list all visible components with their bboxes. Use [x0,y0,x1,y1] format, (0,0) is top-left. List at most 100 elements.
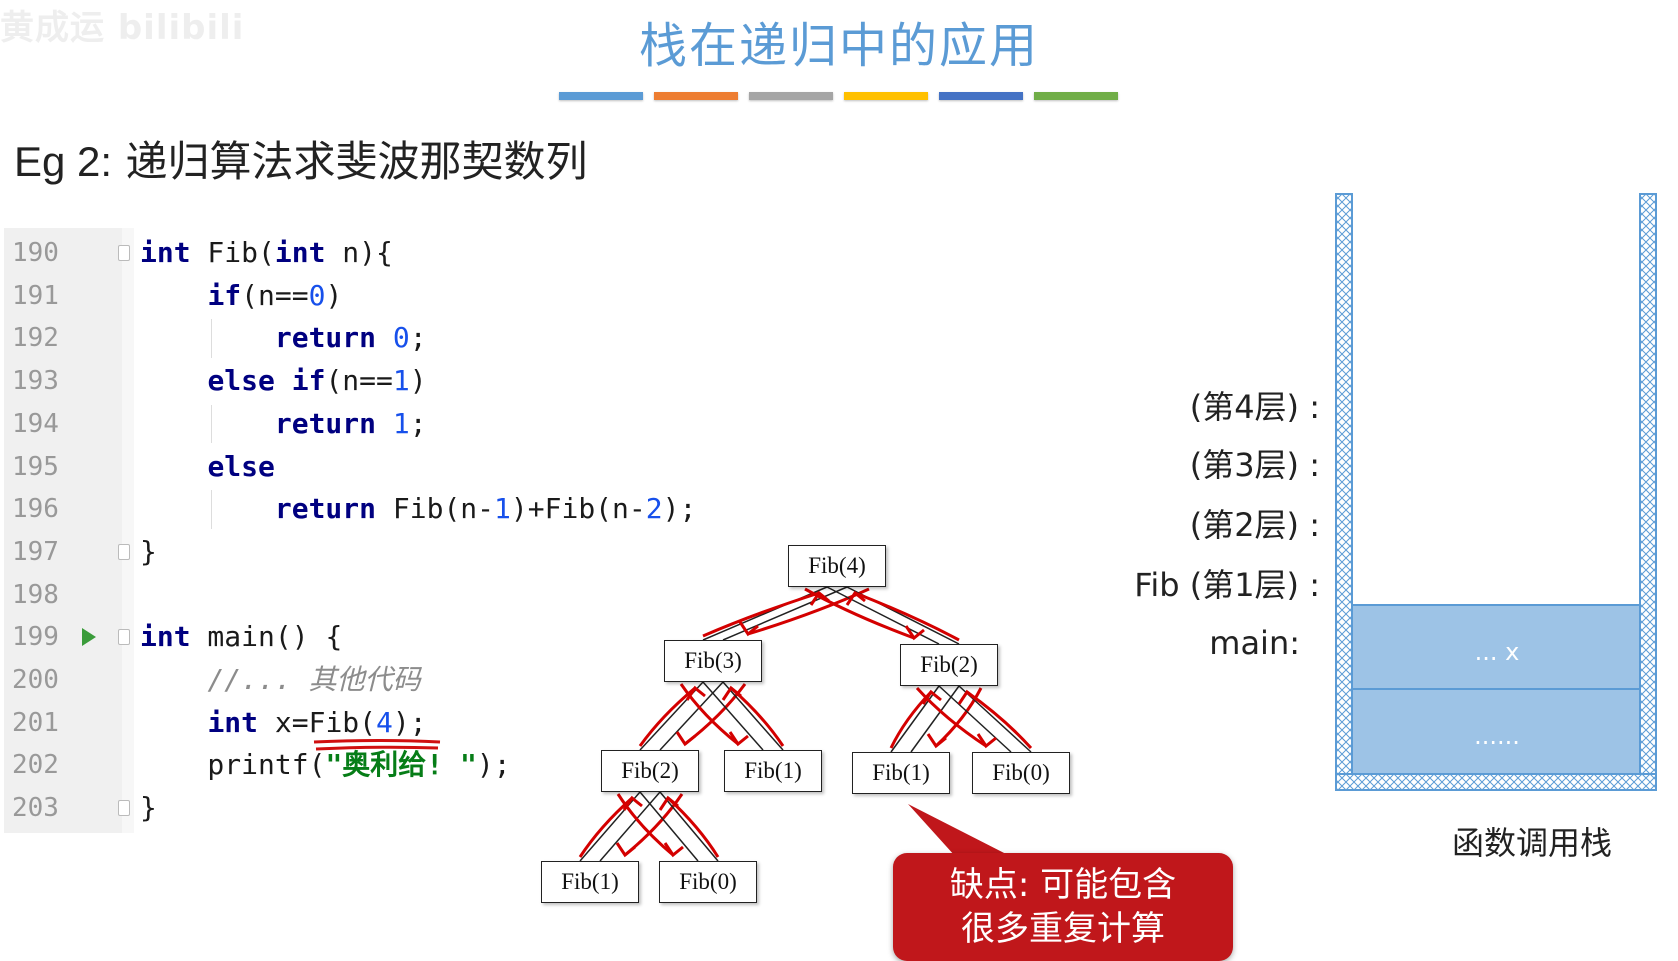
stack-label-level4: (第4层) : [1189,388,1320,426]
tree-node: Fib(1) [852,752,950,794]
return-arrow [854,591,960,642]
line-number: 191 [12,280,59,311]
return-arrow [702,591,820,638]
stack-frame-main: ... x [1474,638,1520,666]
line-number: 196 [12,494,59,525]
tree-edge [702,681,764,751]
run-gutter-icon[interactable] [82,628,96,647]
arrow-head [615,842,636,858]
arrow-head [728,731,749,747]
call-arrow [679,683,739,746]
code-line[interactable]: //... 其他代码 [207,663,421,696]
stack-caption: 函数调用栈 [1451,824,1612,862]
stack-label-main: main: [1209,624,1300,662]
stack-frame-bottom: ...... [1474,722,1520,750]
arrow-head [663,842,684,858]
line-number: 202 [12,750,59,781]
line-number: 203 [12,793,59,824]
return-arrow [638,686,696,747]
line-number: 190 [12,238,59,268]
tree-edge [826,586,940,645]
callout-pointer [908,804,1010,856]
tree-node: Fib(1) [724,750,822,792]
call-arrow [915,686,987,748]
tree-edge [722,586,848,641]
example-prefix: Eg 2: [14,138,113,185]
indent-guide [211,319,212,359]
indent-guide [211,490,212,529]
arrow-head [845,590,866,606]
code-line[interactable]: } [140,791,157,825]
code-line[interactable]: else [207,449,275,483]
callout-text: 缺点: 可能包含很多重复计算 [949,865,1177,949]
arrow-head [957,689,978,705]
tree-node: Fib(1) [541,861,639,903]
arrow-head [976,733,997,749]
line-number: 194 [12,408,59,439]
code-line[interactable]: int main() { [140,620,343,654]
fold-marker[interactable] [118,245,130,261]
example-heading: Eg 2: 递归算法求斐波那契数列 [14,128,587,189]
line-number: 195 [12,451,59,482]
code-gutter [4,228,134,833]
arrow-head [921,689,942,705]
title-color-bar [939,92,1023,100]
code-line[interactable]: else if(n==1) [207,364,427,398]
code-line[interactable]: return 1; [274,406,427,440]
arrow-head [721,685,742,701]
tree-node: Fib(2) [601,750,699,792]
call-arrow [804,587,915,640]
bilibili-watermark: 黄成运 bilibili [0,8,245,48]
tree-edge [722,681,784,751]
tree-node: Fib(0) [659,861,757,903]
code-line[interactable]: return 0; [274,321,427,355]
fold-marker[interactable] [118,629,130,646]
fold-marker[interactable] [118,543,130,560]
underline-annotation [313,738,441,751]
code-line[interactable]: return Fib(n-1)+Fib(n-2); [274,492,697,526]
tree-edge [938,685,1012,753]
stack-label-level3: (第3层) : [1189,446,1320,484]
title-color-bar [844,92,928,100]
arrow-head [738,621,759,637]
tree-edge [659,791,719,862]
return-arrow [666,796,720,858]
arrow-head [658,795,679,811]
line-number: 200 [12,665,59,695]
arrow-head [926,733,947,749]
tree-edge [890,685,940,753]
line-number: 201 [12,707,59,738]
code-line[interactable]: printf("奥利给! "); [140,748,511,782]
drawback-callout: 缺点: 可能包含很多重复计算 [893,853,1233,961]
slide-title: 栈在递归中的应用 [638,18,1039,74]
tree-node: Fib(4) [788,545,886,587]
line-number: 198 [12,579,59,610]
line-number: 197 [12,536,59,567]
title-color-bar [1034,92,1118,100]
title-color-bar [749,92,833,100]
arrow-head [904,625,925,641]
tree-node: Fib(3) [664,640,762,682]
example-title: 递归算法求斐波那契数列 [125,137,588,186]
line-number: 193 [12,366,59,397]
code-line[interactable]: int x=Fib(4); [207,705,427,739]
tree-edge [639,791,699,862]
call-arrow [616,793,674,857]
line-number: 199 [12,622,59,653]
title-color-bar [559,92,643,100]
line-number: 192 [12,323,59,354]
arrow-head [675,731,696,747]
fold-marker[interactable] [118,800,130,817]
code-line[interactable]: if(n==0) [207,278,343,312]
call-stack-container [1335,193,1657,791]
stack-label-level1: Fib (第1层) : [1134,566,1320,604]
indent-guide [211,404,212,444]
code-line[interactable]: } [140,534,157,568]
stack-label-level2: (第2层) : [1189,506,1320,544]
tree-node: Fib(2) [900,644,998,686]
tree-node: Fib(0) [972,752,1070,794]
return-arrow [578,796,633,858]
return-arrow [730,686,785,747]
code-line[interactable]: int Fib(int n){ [140,236,393,269]
